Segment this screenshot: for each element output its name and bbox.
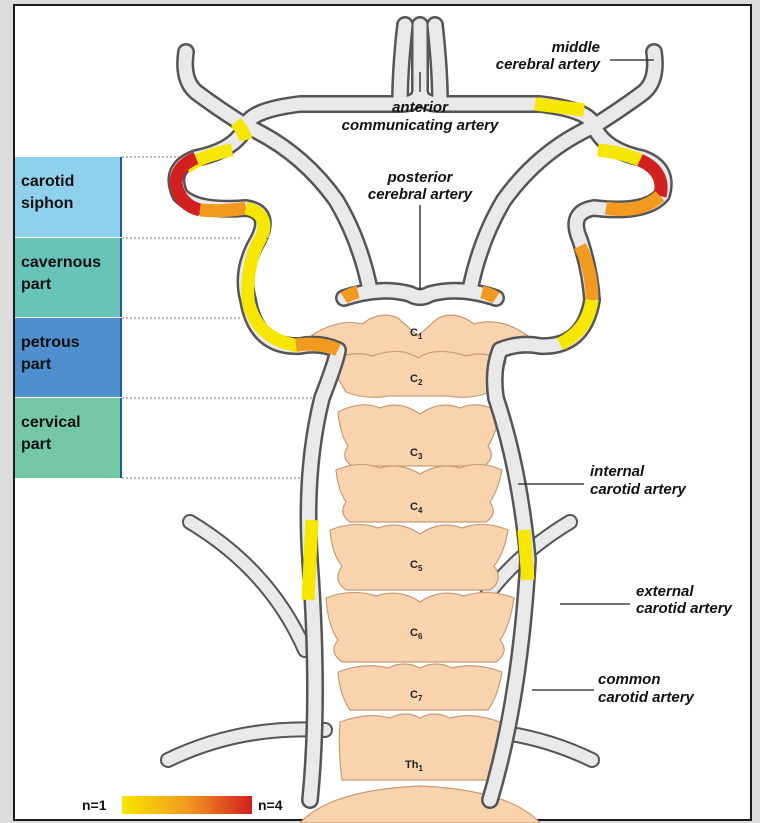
legend-min-label: n=1 — [82, 797, 107, 813]
label-anterior-communicating-line1: anterior — [392, 99, 449, 116]
label-posterior-cerebral-line2: cerebral artery — [368, 186, 473, 203]
label-external-carotid-line2: carotid artery — [636, 600, 733, 617]
vertebra-c2-body — [330, 351, 506, 397]
label-anterior-communicating-line2: communicating artery — [342, 117, 499, 134]
label-posterior-cerebral-line1: posterior — [386, 169, 453, 186]
thorax-base — [300, 786, 540, 823]
label-common-carotid-line2: carotid artery — [598, 689, 695, 706]
label-common-carotid-line1: common — [598, 671, 661, 688]
legend-gradient-bar — [122, 796, 252, 814]
label-middle-cerebral-line2: cerebral artery — [496, 56, 601, 73]
label-middle-cerebral-line1: middle — [552, 39, 600, 56]
label-internal-carotid-line1: internal — [590, 463, 645, 480]
legend-max-label: n=4 — [258, 797, 283, 813]
label-external-carotid-line1: external — [636, 583, 694, 600]
vertebra-c6-body — [326, 592, 514, 662]
vertebra-label-c1: C1 — [410, 327, 423, 341]
vertebra-c5-body — [330, 524, 508, 590]
legend: n=1 n=4 — [82, 796, 283, 814]
vertebra-c7-body — [338, 664, 502, 710]
label-internal-carotid-line2: carotid artery — [590, 481, 687, 498]
